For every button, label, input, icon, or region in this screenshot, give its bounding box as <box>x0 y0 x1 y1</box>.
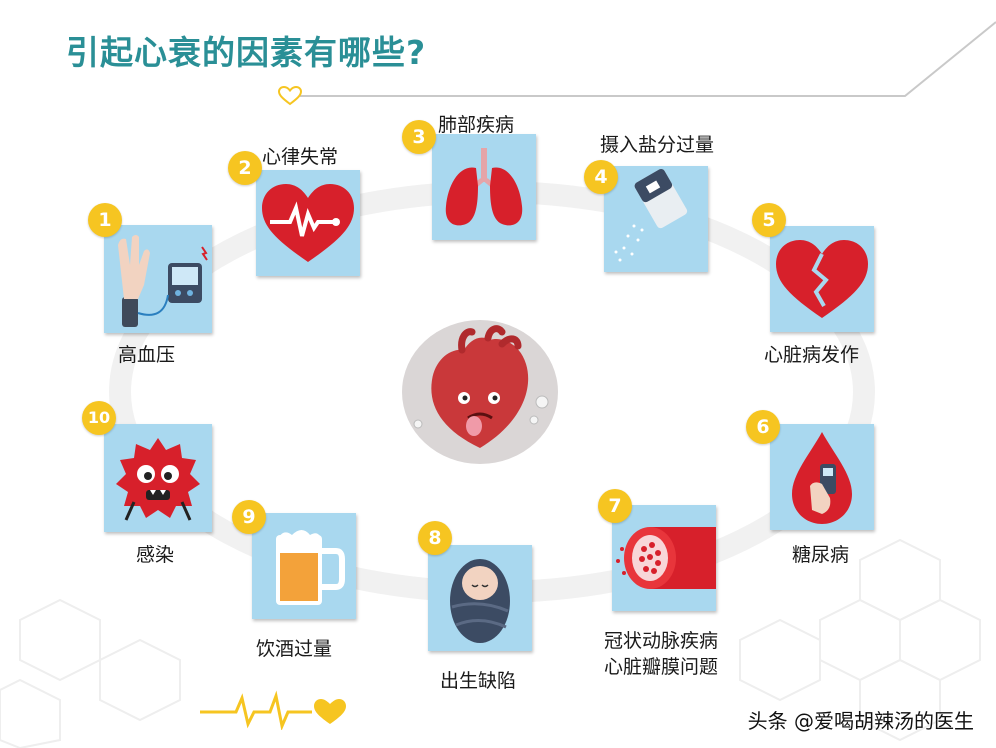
page-title: 引起心衰的因素有哪些? <box>66 33 427 72</box>
factor-label-4: 摄入盐分过量 <box>600 134 715 156</box>
factor-badge-3: 3 <box>402 120 436 154</box>
watermark-text: 头条 @爱喝胡辣汤的医生 <box>747 709 974 733</box>
factor-card-9 <box>252 513 356 619</box>
factor-badge-8: 8 <box>418 521 452 555</box>
broken-heart-icon <box>776 240 868 318</box>
factor-badge-10: 10 <box>82 401 116 435</box>
factor-label-1: 高血压 <box>118 344 176 366</box>
factor-label-9: 饮酒过量 <box>256 638 333 660</box>
factor-card-1 <box>104 225 212 333</box>
factor-card-6 <box>770 424 874 530</box>
factor-card-5 <box>770 226 874 332</box>
factor-label-2: 心律失常 <box>262 146 339 168</box>
factor-label-7-line2: 心脏瓣膜问题 <box>604 656 719 678</box>
blood-pressure-monitor-icon <box>118 235 208 327</box>
beer-mug-icon <box>276 530 345 605</box>
factor-badge-2: 2 <box>228 151 262 185</box>
factor-label-3: 肺部疾病 <box>438 114 515 136</box>
lungs-icon <box>445 148 523 226</box>
factor-badge-1: 1 <box>88 203 122 237</box>
factor-card-3 <box>432 134 536 240</box>
factor-card-7 <box>612 505 716 611</box>
factor-card-10 <box>104 424 212 532</box>
factor-label-8: 出生缺陷 <box>440 670 517 692</box>
factor-card-2 <box>256 170 360 276</box>
heart-outline-icon <box>278 86 302 106</box>
artery-plaque-icon <box>616 527 716 589</box>
factor-badge-7: 7 <box>598 489 632 523</box>
heart-ecg-icon <box>262 184 354 262</box>
factor-badge-6: 6 <box>746 410 780 444</box>
factor-badge-4: 4 <box>584 160 618 194</box>
blood-glucose-meter-icon <box>792 432 852 524</box>
factor-card-4 <box>604 166 708 272</box>
ecg-heartbeat-icon <box>200 690 346 730</box>
factor-label-5: 心脏病发作 <box>764 344 860 366</box>
factor-label-6: 糖尿病 <box>792 544 850 566</box>
swaddled-baby-icon <box>450 559 510 643</box>
factor-label-10: 感染 <box>136 544 175 566</box>
factor-label-7-line1: 冠状动脉疾病 <box>604 630 719 652</box>
salt-shaker-icon <box>614 169 688 262</box>
sick-heart-illustration <box>402 320 558 464</box>
virus-germ-icon <box>116 438 200 521</box>
factor-badge-5: 5 <box>752 203 786 237</box>
factor-card-8 <box>428 545 532 651</box>
factor-badge-9: 9 <box>232 500 266 534</box>
